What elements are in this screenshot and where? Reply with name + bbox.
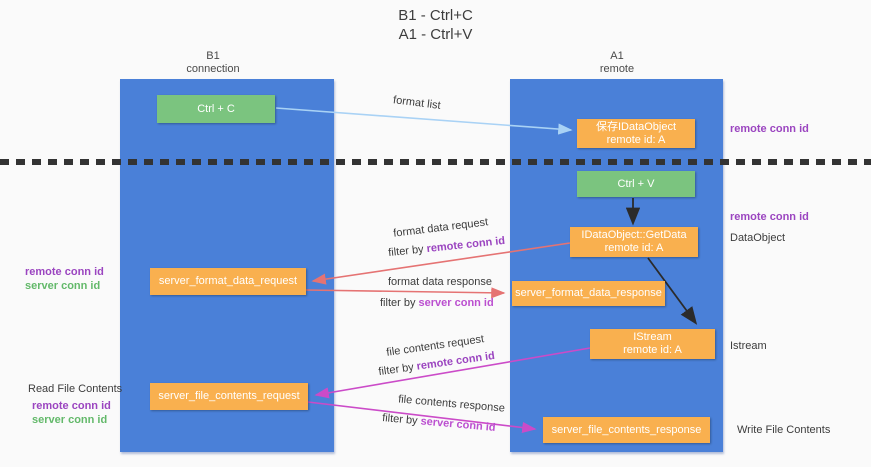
column-a1-subtitle: remote: [599, 63, 635, 75]
filter-by-server-conn-id-label-2: filter by server conn id: [382, 412, 496, 434]
istream-node: IStream remote id: A: [590, 329, 715, 359]
ctrl-v-node: Ctrl + V: [577, 171, 695, 197]
istream-side-label: Istream: [730, 340, 767, 352]
server-file-contents-request-node: server_file_contents_request: [150, 383, 308, 410]
arrow-format-data-response: [305, 287, 506, 299]
istream-line2: remote id: A: [623, 344, 682, 356]
save-dataobject-line2: remote id: A: [606, 133, 666, 146]
server-file-contents-request-label: server_file_contents_request: [158, 390, 300, 402]
server-conn-id-highlight: server conn id: [418, 297, 494, 309]
ctrl-c-node: Ctrl + C: [157, 95, 275, 123]
filter-by-text: filter by: [387, 243, 428, 260]
idataobject-getdata-node: IDataObject::GetData remote id: A: [570, 227, 698, 257]
server-format-data-response-label: server_format_data_response: [515, 287, 662, 299]
save-dataobject-line1: 保存IDataObject: [595, 120, 677, 133]
read-file-contents-label: Read File Contents: [28, 383, 123, 395]
format-data-request-label: format data request: [392, 216, 489, 240]
filter-by-server-conn-id-label-1: filter by server conn id: [380, 297, 494, 309]
server-format-data-request-label: server_format_data_request: [158, 275, 298, 287]
save-dataobject-node: 保存IDataObject remote id: A: [577, 119, 695, 148]
server-conn-id-highlight: server conn id: [420, 415, 497, 434]
filter-by-text: filter by: [381, 412, 422, 428]
server-conn-id-left-label-2: server conn id: [32, 414, 108, 426]
filter-by-remote-conn-id-label-1: filter by remote conn id: [388, 235, 506, 259]
server-file-contents-response-node: server_file_contents_response: [543, 417, 710, 443]
remote-conn-id-left-label-2: remote conn id: [32, 400, 111, 412]
remote-conn-id-highlight: remote conn id: [415, 349, 496, 373]
dataobject-side-label: DataObject: [730, 232, 786, 244]
getdata-line1: IDataObject::GetData: [581, 229, 687, 241]
filter-by-text: filter by: [377, 360, 418, 379]
format-data-response-label: format data response: [388, 276, 492, 288]
server-format-data-response-node: server_format_data_response: [512, 281, 665, 306]
column-header-a1: A1 remote: [557, 50, 677, 76]
server-file-contents-response-label: server_file_contents_response: [551, 423, 702, 436]
server-conn-id-left-label-1: server conn id: [25, 280, 101, 292]
remote-conn-id-side-label-2: remote conn id: [730, 211, 809, 223]
filter-by-text: filter by: [380, 297, 419, 309]
column-a1-name: A1: [610, 50, 624, 62]
remote-conn-id-side-label-1: remote conn id: [730, 123, 809, 135]
remote-conn-id-left-label-1: remote conn id: [25, 266, 104, 278]
title-line-2: A1 - Ctrl+V: [398, 26, 473, 43]
column-header-b1: B1 connection: [153, 50, 273, 76]
write-file-contents-label: Write File Contents: [737, 424, 831, 436]
ctrl-v-label: Ctrl + V: [617, 177, 655, 190]
column-b1-name: B1: [206, 50, 220, 62]
getdata-line2: remote id: A: [604, 242, 664, 254]
title-line-1: B1 - Ctrl+C: [398, 7, 473, 24]
ctrl-c-label: Ctrl + C: [197, 102, 235, 115]
server-format-data-request-node: server_format_data_request: [150, 268, 306, 295]
istream-line1: IStream: [633, 331, 672, 343]
file-contents-response-label: file contents response: [397, 393, 506, 415]
remote-conn-id-highlight: remote conn id: [425, 234, 506, 256]
format-list-label: format list: [392, 94, 442, 112]
copy-paste-divider-dashed-line: [0, 159, 871, 165]
column-b1-subtitle: connection: [186, 63, 240, 75]
